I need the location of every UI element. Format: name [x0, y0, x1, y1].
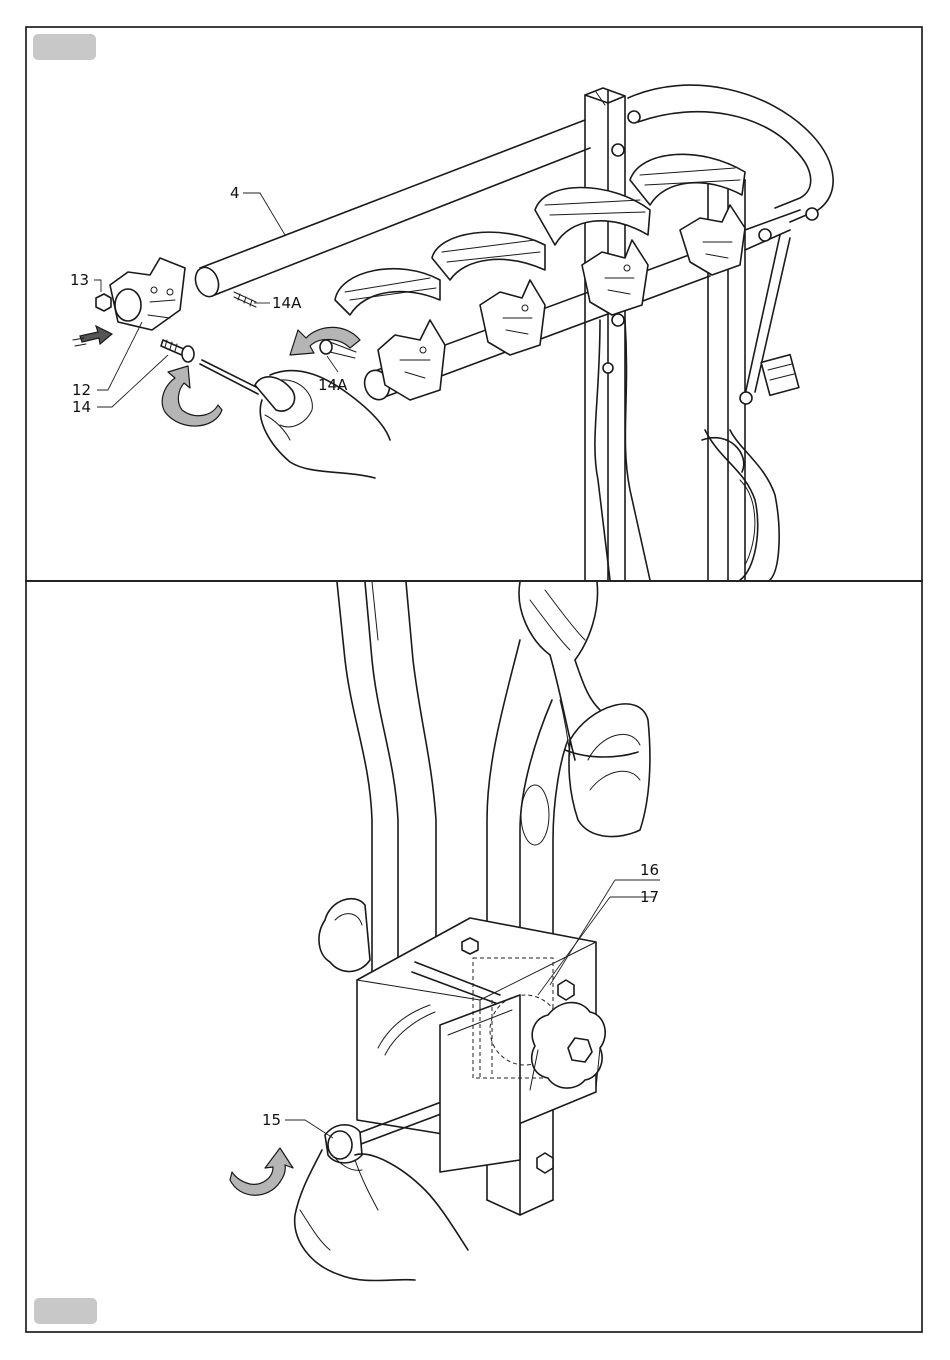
label-15: 15	[262, 1111, 281, 1129]
label-14: 14	[72, 398, 91, 416]
label-14a-installed: 14A	[318, 376, 348, 394]
label-13: 13	[70, 271, 89, 289]
rotate-arrow-bottom	[230, 1148, 293, 1195]
label-17: 17	[640, 888, 659, 906]
nut-15	[325, 1125, 362, 1163]
cradle-2	[432, 232, 545, 355]
bottom-panel-drawing: 16 17 15	[230, 582, 660, 1281]
top-panel-drawing: 4 13 14A 14A 12 14	[70, 85, 833, 580]
label-14a: 14A	[272, 294, 302, 312]
end-cap-12	[110, 258, 185, 330]
page-tab-top	[33, 34, 96, 60]
screw-14	[161, 340, 194, 362]
star-knob-rear	[319, 899, 370, 972]
rotate-arrow-left	[162, 366, 222, 426]
label-16: 16	[640, 861, 659, 879]
insert-arrow	[73, 326, 112, 346]
cradle-3	[535, 188, 650, 316]
label-4: 4	[230, 184, 240, 202]
screw-14a-floating	[234, 292, 256, 307]
nut-13	[96, 294, 111, 311]
label-12: 12	[72, 381, 91, 399]
screwdriver	[200, 360, 295, 411]
page-tab-bottom	[34, 1298, 97, 1324]
strap-bundle	[519, 582, 650, 837]
